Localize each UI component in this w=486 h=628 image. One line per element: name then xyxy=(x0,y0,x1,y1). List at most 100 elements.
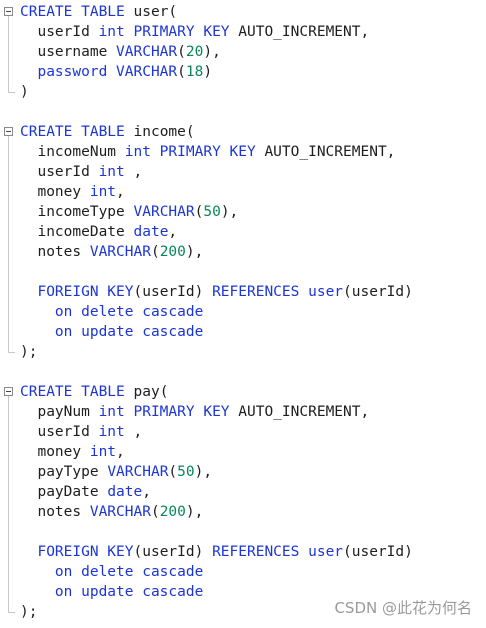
code-line: on delete cascade xyxy=(20,302,203,322)
code-token: AUTO_INCREMENT, xyxy=(264,144,396,160)
code-token: , xyxy=(116,444,125,460)
code-token: int xyxy=(89,184,117,200)
code-line: notes VARCHAR(200), xyxy=(20,502,203,522)
code-token: userId xyxy=(20,424,99,440)
code-line: CREATE TABLE income( xyxy=(20,122,195,142)
code-line: ); xyxy=(20,602,37,622)
code-token: 18 xyxy=(185,64,204,80)
fold-guide-end xyxy=(8,92,15,93)
code-token: ), xyxy=(185,244,204,260)
code-token: ( xyxy=(150,504,160,520)
code-line: on delete cascade xyxy=(20,562,203,582)
code-token: VARCHAR xyxy=(107,464,169,480)
code-line: money int, xyxy=(20,182,125,202)
code-token: on delete cascade xyxy=(20,304,204,320)
code-line: userId int , xyxy=(20,422,142,442)
code-line: FOREIGN KEY(userId) REFERENCES user(user… xyxy=(20,282,413,302)
code-token: AUTO_INCREMENT, xyxy=(238,404,370,420)
code-token: userId xyxy=(20,164,99,180)
code-token: VARCHAR xyxy=(133,204,195,220)
code-token: 50 xyxy=(203,204,221,220)
fold-toggle-icon[interactable] xyxy=(4,7,13,16)
code-token: on update cascade xyxy=(20,324,204,340)
code-token: (userId) xyxy=(133,544,213,560)
code-token: on update cascade xyxy=(20,584,204,600)
code-line: on update cascade xyxy=(20,322,203,342)
code-token: payNum xyxy=(20,404,99,420)
code-token: 20 xyxy=(185,44,204,60)
code-token: ( xyxy=(194,204,204,220)
code-token: (userId) xyxy=(343,544,413,560)
code-token: (userId) xyxy=(343,284,413,300)
code-token: username xyxy=(20,44,117,60)
code-token: ( xyxy=(177,44,186,60)
code-token: ), xyxy=(203,44,221,60)
code-line: userId int PRIMARY KEY AUTO_INCREMENT, xyxy=(20,22,369,42)
code-token: incomeDate xyxy=(20,224,134,240)
code-token: CREATE TABLE xyxy=(20,124,134,140)
code-token: payDate xyxy=(20,484,108,500)
code-token: CREATE TABLE xyxy=(20,4,134,20)
code-line: incomeNum int PRIMARY KEY AUTO_INCREMENT… xyxy=(20,142,395,162)
code-token: AUTO_INCREMENT, xyxy=(238,24,370,40)
code-line: CREATE TABLE pay( xyxy=(20,382,168,402)
code-token: CREATE TABLE xyxy=(20,384,134,400)
code-token: income( xyxy=(133,124,195,140)
code-line: userId int , xyxy=(20,162,142,182)
code-line: password VARCHAR(18) xyxy=(20,62,212,82)
code-line: incomeDate date, xyxy=(20,222,177,242)
fold-guide-end xyxy=(8,612,15,613)
code-line: on update cascade xyxy=(20,582,203,602)
code-line: ); xyxy=(20,342,37,362)
code-token: notes xyxy=(20,504,90,520)
code-token: ), xyxy=(220,204,239,220)
code-token: ( xyxy=(177,64,186,80)
code-token: (userId) xyxy=(133,284,213,300)
fold-guide-line xyxy=(8,396,9,612)
code-token: 50 xyxy=(177,464,195,480)
code-token: ) xyxy=(203,64,213,80)
code-token: incomeType xyxy=(20,204,134,220)
code-token: VARCHAR xyxy=(89,244,151,260)
code-token: incomeNum xyxy=(20,144,125,160)
code-token: int PRIMARY KEY xyxy=(98,404,239,420)
code-token: ), xyxy=(185,504,204,520)
code-token: user( xyxy=(133,4,178,20)
code-token: VARCHAR xyxy=(89,504,151,520)
code-token: VARCHAR xyxy=(116,44,178,60)
code-token: REFERENCES user xyxy=(212,544,344,560)
code-token: int xyxy=(98,424,134,440)
code-line: payType VARCHAR(50), xyxy=(20,462,212,482)
code-token: money xyxy=(20,444,90,460)
code-token: int PRIMARY KEY xyxy=(98,24,239,40)
fold-toggle-icon[interactable] xyxy=(4,127,13,136)
fold-toggle-icon[interactable] xyxy=(4,387,13,396)
code-token: , xyxy=(133,164,143,180)
code-line: notes VARCHAR(200), xyxy=(20,242,203,262)
code-token: ( xyxy=(168,464,178,480)
code-token: password xyxy=(20,64,117,80)
code-token: int xyxy=(98,164,134,180)
watermark: CSDN @此花为何名 xyxy=(334,599,472,617)
code-token: int xyxy=(89,444,117,460)
code-line: payNum int PRIMARY KEY AUTO_INCREMENT, xyxy=(20,402,369,422)
code-token: , xyxy=(168,224,178,240)
code-token: pay( xyxy=(133,384,169,400)
code-line: ) xyxy=(20,82,29,102)
code-line: FOREIGN KEY(userId) REFERENCES user(user… xyxy=(20,542,413,562)
code-token: FOREIGN KEY xyxy=(20,284,134,300)
code-line: CREATE TABLE user( xyxy=(20,2,177,22)
fold-guide-line xyxy=(8,136,9,352)
fold-guide-line xyxy=(8,16,9,92)
code-token: date xyxy=(107,484,143,500)
code-token: money xyxy=(20,184,90,200)
code-token: , xyxy=(116,184,125,200)
code-token: notes xyxy=(20,244,90,260)
code-token: , xyxy=(142,484,151,500)
code-token: VARCHAR xyxy=(116,64,178,80)
code-token: 200 xyxy=(159,504,186,520)
code-token: int PRIMARY KEY xyxy=(124,144,265,160)
code-line: money int, xyxy=(20,442,125,462)
code-token: ) xyxy=(20,84,29,100)
